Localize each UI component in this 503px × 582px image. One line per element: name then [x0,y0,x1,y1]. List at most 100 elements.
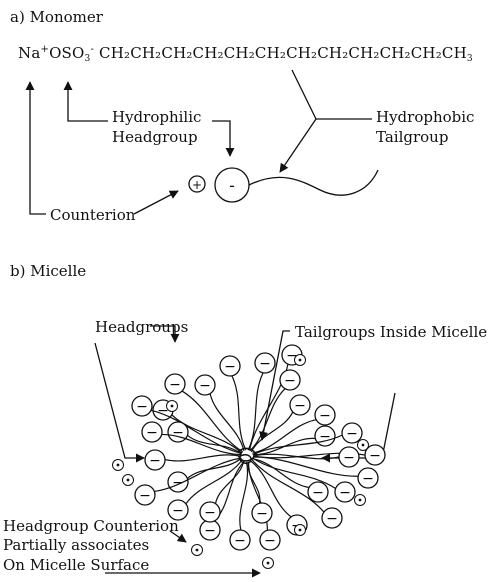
micelle-headgroup [251,502,273,524]
tailgroups-label: Tailgroups Inside Micelle [295,323,488,341]
counterion-note-line1: Headgroup Counterion [3,517,179,535]
micelle-headgroup [229,529,251,551]
micelle-headgroup [134,484,156,506]
micelle-headgroup [259,529,281,551]
micelle-tail [249,388,286,452]
micelle: −−−−−−−−−−−−−−−−−−−−−−−−−−−−−− [112,344,386,569]
hydrophilic-label-line2: Headgroup [112,128,198,146]
micelle-headgroup-symbol: − [149,453,161,469]
micelle-headgroup-symbol: − [312,485,324,501]
counterion-note-line2: Partially associates [3,536,150,554]
micelle-headgroup-symbol: − [346,426,358,442]
formula-cation: Na [18,44,41,62]
micelle-tail [250,460,292,518]
micelle-headgroup [321,507,343,529]
micelle-tail [185,459,243,505]
micelle-tail [252,458,310,489]
micelle-headgroup-symbol: − [326,511,338,527]
micelle-tail [209,393,245,451]
micelle-headgroup [219,355,241,377]
formula-chain: CH₂CH₂CH₂CH₂CH₂CH₂CH₂CH₂CH₂CH₂CH₂CH [99,44,467,62]
micelle-tail [186,457,242,479]
counterion-dot [361,443,365,447]
micelle-core [237,447,257,464]
micelle-headgroup-symbol: − [319,408,331,424]
monomer-counterion-circle [188,175,206,193]
micelle-headgroup-symbol: − [284,373,296,389]
micelle-headgroup [131,395,153,417]
micelle-headgroup [164,373,186,395]
micelle-headgroup [289,394,311,416]
headgroups-pointer [150,325,180,343]
monomer-tail [248,169,379,196]
formula-anion-charge: - [90,44,95,55]
section-a-label: a) Monomer [10,8,103,26]
micelle-headgroup [144,449,166,471]
micelle-headgroup-symbol: − [339,485,351,501]
micelle-headgroup [199,501,221,523]
hydrophilic-label-line1: Hydrophilic [112,108,202,126]
micelle-headgroup [334,481,356,503]
counterion-note-line3: On Micelle Surface [3,556,150,574]
micelle-headgroup-symbol: − [256,506,268,522]
micelle-tail [251,459,325,513]
counterion-dot [126,478,130,482]
micelle-headgroup [314,425,336,447]
counterion-dot [358,498,362,502]
micelle-headgroup [341,422,363,444]
counterion-dot [116,463,120,467]
micelle-tail [247,372,264,451]
counterion-label: Counterion [50,206,136,224]
micelle-headgroup [307,481,329,503]
left-bracket-line [94,342,145,463]
headgroups-label: Headgroups [95,318,189,336]
micelle-headgroup-symbol: − [204,523,216,539]
micelle-headgroup-symbol: − [264,533,276,549]
counterion-pointer-arrow [133,190,179,215]
micelle-headgroup-symbol: − [157,403,169,419]
monomer-symbols: + - [192,176,235,195]
micelle-headgroup-symbol: − [204,505,216,521]
formula-anion: OSO [49,44,85,62]
micelle-headgroup-symbol: − [169,377,181,393]
formula-end-sub: 3 [466,54,473,64]
micelle-headgroup-symbol: − [136,399,148,415]
micelle-headgroup [167,499,189,521]
micelle-tail [214,460,245,504]
micelle-tail [239,461,249,531]
micelle-headgroup-symbol: − [294,398,306,414]
micelle-tail [187,434,242,455]
micelle-headgroup [314,404,336,426]
micelle-tail [252,434,343,456]
micelle-tail [247,461,261,504]
micelle-headgroup [254,352,276,374]
sds-formula: Na+OSO3- CH₂CH₂CH₂CH₂CH₂CH₂CH₂CH₂CH₂CH₂C… [18,44,473,64]
formula-anion-sub: 3 [84,54,91,64]
hydrophilic-arrow [63,81,108,122]
section-b-label: b) Micelle [10,262,87,280]
hydrophobic-arrow [279,118,317,173]
counterion-dot [266,561,270,565]
micelle-headgroup-symbol: − [172,425,184,441]
micelle-tail [164,454,242,462]
hydrophobic-label-line2: Tailgroup [376,128,449,146]
micelle-headgroup-symbol: − [172,475,184,491]
micelle-headgroup [141,421,163,443]
micelle-headgroup-symbol: − [146,425,158,441]
micelle-headgroup-symbol: − [369,448,381,464]
micelle-headgroup-symbol: − [286,348,298,364]
micelle-tail [247,461,268,531]
counterion-dot [195,548,199,552]
micelle-tail [231,375,247,451]
tailgroups-pointer [259,330,290,441]
micelle-tail [150,409,242,455]
micelle-headgroup [338,446,360,468]
micelle-headgroup [279,369,301,391]
formula-cation-charge: + [40,44,50,55]
micelle-headgroup-symbol: − [172,503,184,519]
micelle-headgroup-symbol: − [362,471,374,487]
counterion-dot [170,404,174,408]
micelle-headgroup-symbol: − [234,533,246,549]
counterion-dot [298,358,302,362]
